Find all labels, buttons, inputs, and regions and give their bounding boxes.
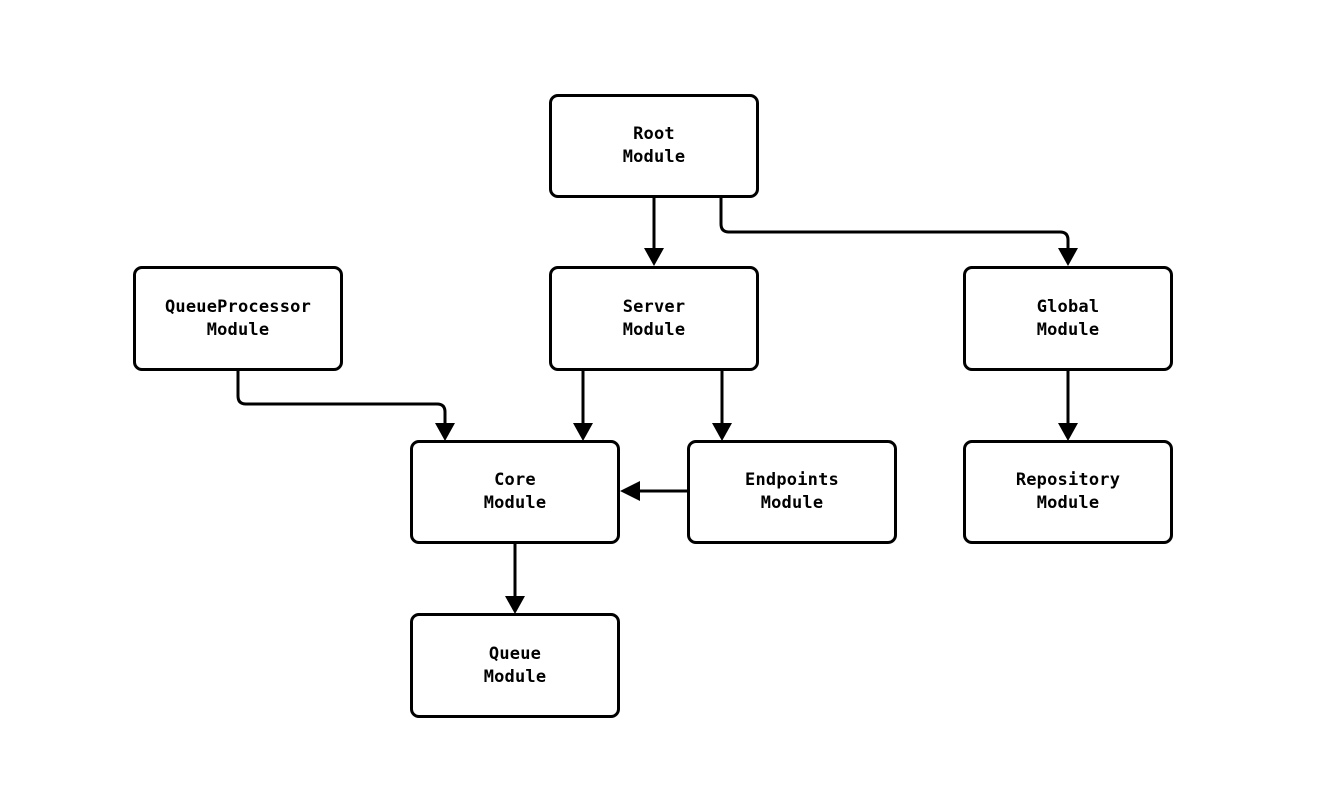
arrowhead-down-icon [573,423,593,441]
node-label-line1: Root [633,124,675,144]
arrowhead-down-icon [644,248,664,266]
node-label-line2: Module [760,493,824,513]
edge-root-to-global [719,198,1078,266]
node-global-module[interactable]: Global Module [963,266,1173,371]
node-queue-module[interactable]: Queue Module [410,613,620,718]
node-label-line1: Core [494,470,536,490]
edge-endpoints-to-core [620,481,689,501]
node-root-module[interactable]: Root Module [549,94,759,198]
edge-server-to-core [573,371,593,441]
node-label-line2: Module [622,147,686,167]
node-label-line2: Module [1036,319,1100,340]
node-label-line1: Server [622,296,686,317]
node-label-line1: Queue [488,643,542,664]
arrowhead-down-icon [505,596,525,614]
arrowhead-down-icon [435,423,455,441]
node-label-line1: Repository [1015,470,1121,490]
node-server-module[interactable]: Server Module [549,266,759,371]
node-repository-module[interactable]: Repository Module [963,440,1173,544]
arrowhead-left-icon [620,481,640,501]
arrowhead-down-icon [1058,423,1078,441]
edge-root-to-server [644,198,664,266]
node-endpoints-module[interactable]: Endpoints Module [687,440,897,544]
node-core-module[interactable]: Core Module [410,440,620,544]
node-label-line1: Endpoints [745,470,839,490]
node-label-line2: Module [1036,493,1100,513]
arrowhead-down-icon [712,423,732,441]
edge-global-to-repository [1058,371,1078,441]
node-label-line2: Module [483,666,547,687]
node-label-line2: Module [206,319,270,340]
edge-queueprocessor-to-core [236,371,455,441]
edge-core-to-queue [505,544,525,614]
arrowhead-down-icon [1058,248,1078,266]
node-queueprocessor-module[interactable]: QueueProcessor Module [133,266,343,371]
node-label-line1: Global [1036,296,1100,317]
edge-server-to-endpoints [712,371,732,441]
node-label-line2: Module [622,319,686,340]
node-label-line1: QueueProcessor [164,296,312,317]
node-label-line2: Module [483,493,547,513]
